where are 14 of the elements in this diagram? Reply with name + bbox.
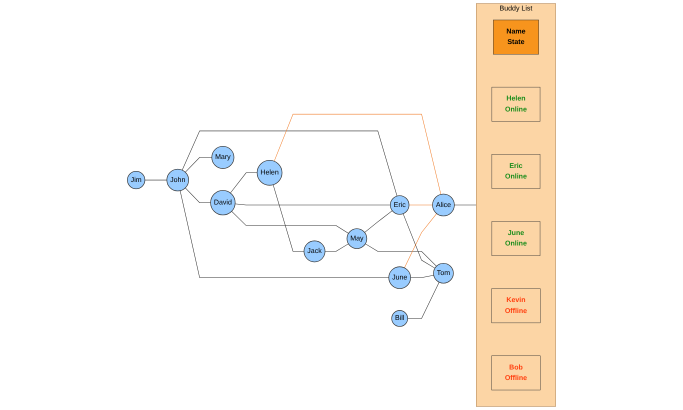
connector	[364, 210, 393, 233]
connector	[185, 157, 212, 172]
connector	[182, 130, 398, 196]
connector	[274, 114, 442, 195]
connector	[234, 204, 391, 206]
connector	[407, 282, 440, 319]
connector	[230, 172, 258, 194]
connector	[454, 204, 477, 206]
connector	[185, 188, 211, 203]
connector	[324, 244, 349, 252]
connector	[272, 184, 304, 252]
connector	[365, 244, 437, 266]
connector	[410, 274, 434, 278]
connector	[231, 211, 349, 234]
